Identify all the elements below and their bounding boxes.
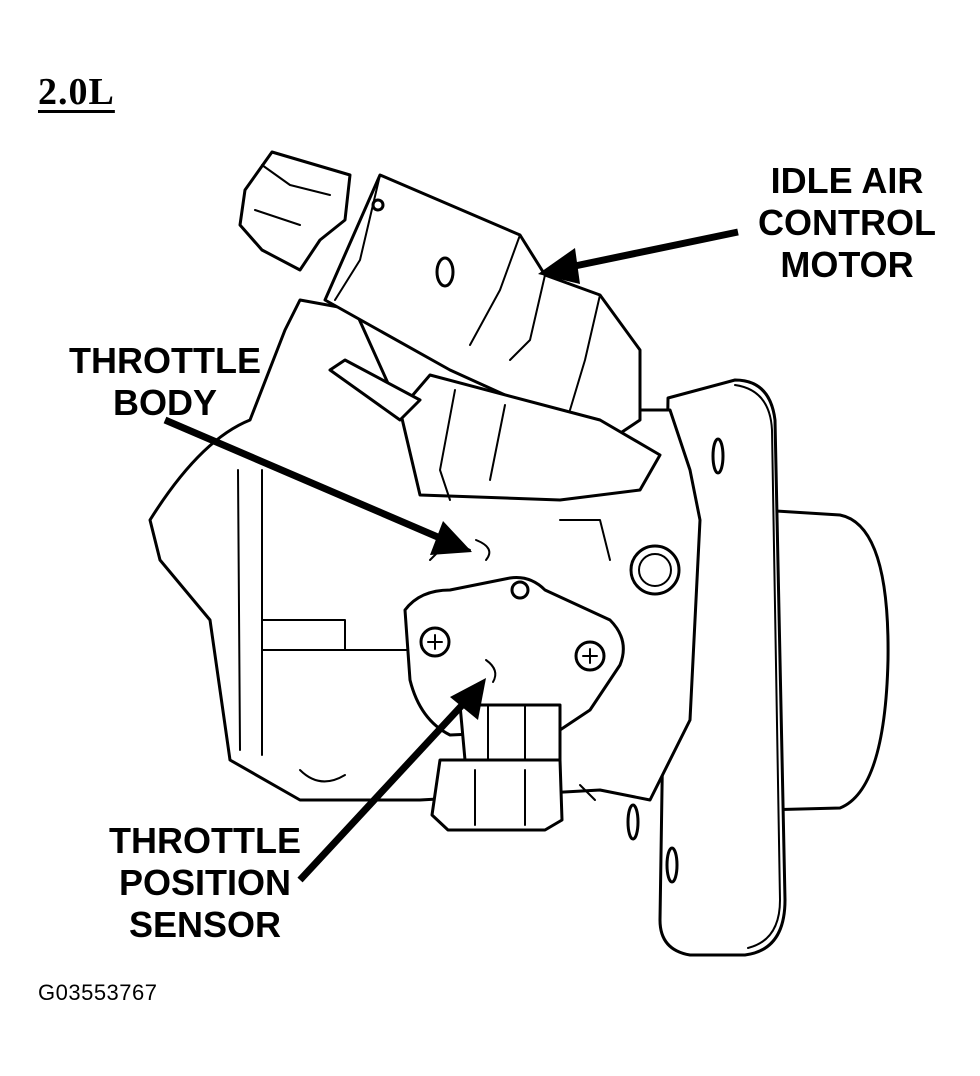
figure-code: G03553767	[38, 980, 158, 1005]
tps-leader-arrow	[297, 678, 486, 883]
throttle-position-sensor-label: THROTTLE POSITION SENSOR	[109, 820, 301, 945]
idle-air-control-motor-label: IDLE AIR CONTROL MOTOR	[758, 160, 936, 285]
iac-leader-arrow	[538, 228, 739, 284]
throttle-body-leader-arrow	[163, 416, 472, 555]
tps-locator-hole	[510, 580, 530, 600]
iac-screw	[435, 256, 455, 288]
throttle-position-sensor-drawing	[403, 576, 625, 832]
iac-pin	[371, 198, 385, 212]
flange-bolt-hole-top	[711, 437, 725, 475]
idle-air-control-motor-drawing	[238, 150, 662, 502]
flange-bolt-hole-mid	[626, 803, 640, 841]
throttle-bore-outlet	[758, 508, 890, 812]
engine-size-title: 2.0L	[38, 71, 115, 113]
flange-bolt-hole-bottom	[665, 846, 679, 884]
throttle-body-label: THROTTLE BODY	[69, 340, 261, 423]
